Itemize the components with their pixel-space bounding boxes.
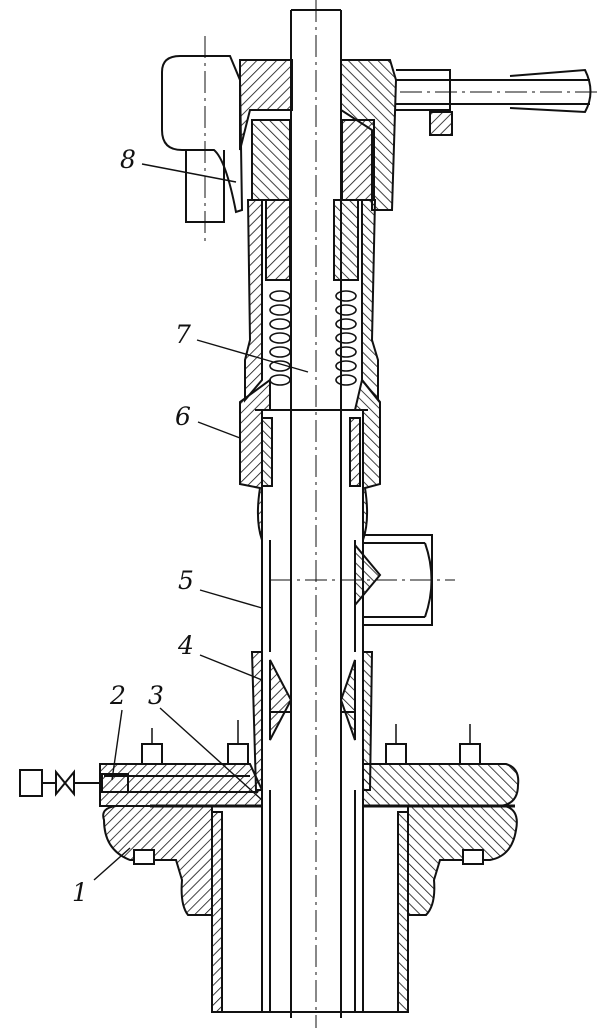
leader-3	[159, 707, 263, 801]
seal-cone	[250, 651, 374, 791]
bottom-pipe	[211, 790, 409, 1013]
callout-6: 6	[175, 402, 191, 431]
leader-7	[196, 339, 309, 373]
gland-housing	[244, 199, 379, 403]
leader-1	[93, 847, 131, 881]
callout-1: 1	[72, 878, 88, 907]
leader-5	[199, 589, 263, 609]
union-nut	[239, 377, 381, 541]
leader-6	[197, 421, 241, 439]
upper-head	[161, 36, 598, 246]
callout-2: 2	[110, 681, 126, 710]
callout-5: 5	[178, 566, 194, 595]
callout-7: 7	[175, 320, 191, 349]
leader-4	[199, 654, 263, 681]
spring-coils	[269, 290, 357, 386]
valve-nozzle	[19, 769, 129, 797]
callout-3: 3	[148, 681, 164, 710]
upper-flange	[99, 720, 520, 808]
leader-8	[141, 163, 237, 183]
bottom-flange	[102, 805, 518, 916]
leader-lines	[93, 163, 309, 881]
leader-2	[111, 709, 123, 781]
pipe-body	[261, 534, 455, 652]
callout-8: 8	[120, 145, 136, 174]
callout-4: 4	[178, 631, 194, 660]
